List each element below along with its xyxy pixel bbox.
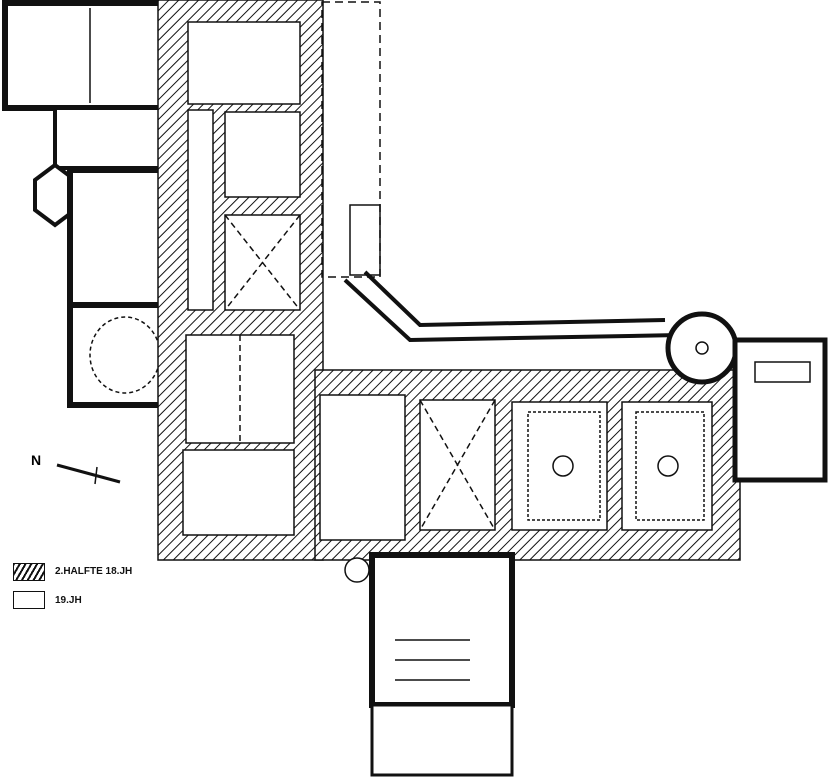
east-annex [732, 337, 828, 483]
east-wing-dashed [321, 1, 381, 278]
central-block-18th-century [157, 0, 324, 561]
south-annex [344, 552, 515, 777]
north-arrow-icon [56, 463, 121, 485]
north-label: N [31, 452, 42, 468]
legend-swatch-hatched [13, 563, 45, 581]
legend-label-18th: 2.HALFTE 18.JH [55, 566, 133, 577]
north-wing-rooms [2, 0, 168, 408]
legend-label-19th: 19.JH [55, 595, 82, 606]
legend-swatch-plain [13, 591, 45, 609]
connecting-corridor [343, 270, 681, 343]
south-block-18th-century [314, 369, 741, 561]
